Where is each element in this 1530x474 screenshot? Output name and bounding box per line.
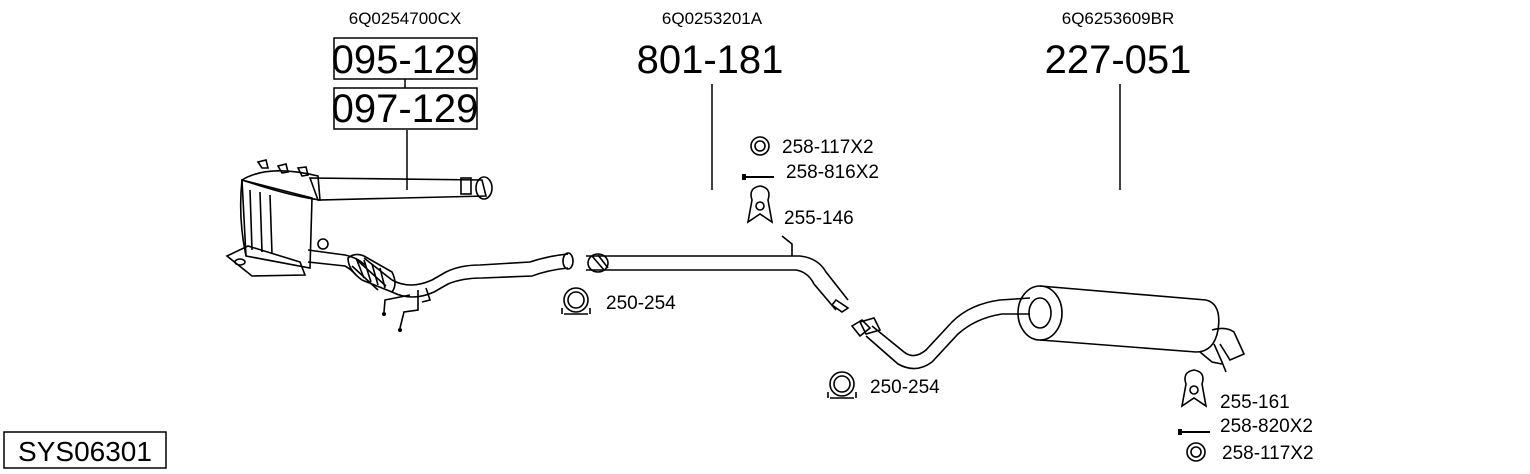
label-gasket-1[interactable]: 258-117X2	[782, 137, 874, 158]
label-bolt-1[interactable]: 258-816X2	[786, 162, 879, 183]
exhaust-pipe-icon[interactable]	[382, 252, 574, 332]
part-number-801-181[interactable]: 801-181	[637, 38, 784, 82]
part-number-095-129[interactable]: 095-129	[332, 38, 479, 82]
system-code-box	[3, 431, 167, 469]
rubber-hanger-icon[interactable]	[746, 185, 774, 224]
ring-gasket-icon[interactable]	[1186, 442, 1206, 462]
oem-number-3: 6Q6253609BR	[1062, 9, 1174, 28]
label-bolt-2[interactable]: 258-820X2	[1220, 416, 1313, 437]
oem-number-2: 6Q0253201A	[662, 9, 763, 28]
pipe-clamp-icon[interactable]	[827, 371, 857, 399]
label-hanger-1[interactable]: 255-146	[784, 208, 854, 229]
part-box-2	[333, 87, 478, 130]
part-number-097-129[interactable]: 097-129	[332, 87, 479, 131]
label-clamp-2[interactable]: 250-254	[870, 377, 940, 398]
bolt-icon[interactable]	[742, 174, 774, 180]
bolt-icon[interactable]	[1178, 429, 1210, 435]
rubber-hanger-icon[interactable]	[1180, 369, 1208, 408]
system-code: SYS06301	[18, 436, 152, 467]
label-clamp-1[interactable]: 250-254	[606, 293, 676, 314]
oem-number-1: 6Q0254700CX	[349, 9, 461, 28]
flexible-pipe-section	[347, 253, 396, 293]
rear-muffler-icon[interactable]	[850, 285, 1246, 373]
label-gasket-2[interactable]: 258-117X2	[1222, 443, 1314, 464]
label-hanger-2[interactable]: 255-161	[1220, 392, 1290, 413]
ring-gasket-icon[interactable]	[750, 136, 770, 156]
part-number-227-051[interactable]: 227-051	[1045, 38, 1192, 82]
middle-pipe[interactable]	[586, 235, 850, 313]
pipe-clamp-icon[interactable]	[561, 287, 591, 315]
diesel-particulate-filter-icon[interactable]	[225, 159, 493, 277]
